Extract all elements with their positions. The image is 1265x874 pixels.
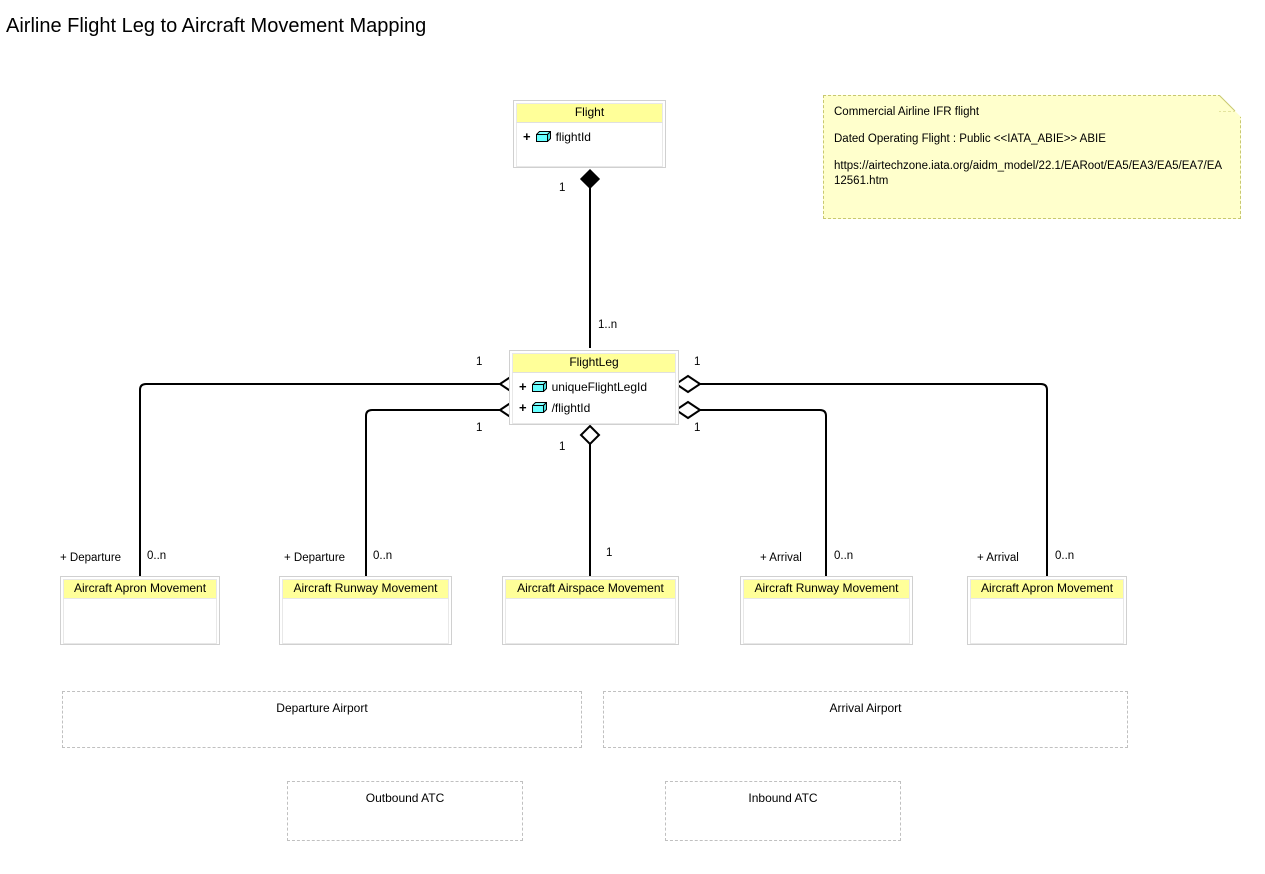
class-attributes-empty bbox=[743, 598, 910, 644]
attribute-row: + flightId bbox=[517, 126, 662, 147]
page-title: Airline Flight Leg to Aircraft Movement … bbox=[6, 15, 427, 37]
class-name-label: Aircraft Runway Movement bbox=[743, 579, 910, 598]
attribute-box-icon bbox=[535, 131, 551, 142]
class-flight-name: Flight bbox=[516, 103, 663, 122]
class-flight[interactable]: Flight + flightId bbox=[513, 100, 666, 168]
attribute-label: uniqueFlightLegId bbox=[551, 379, 648, 394]
edge-leg-to-arr-apron bbox=[674, 374, 1048, 576]
attribute-box-icon bbox=[531, 402, 547, 413]
note-line: Dated Operating Flight : Public <<IATA_A… bbox=[834, 133, 1106, 145]
class-flightleg-attributes: + uniqueFlightLegId + bbox=[512, 372, 676, 424]
attribute-box-icon bbox=[531, 381, 547, 392]
class-name-label: Aircraft Runway Movement bbox=[282, 579, 449, 598]
group-outbound-atc: Outbound ATC bbox=[287, 781, 523, 841]
class-departure-aircraft-apron-movement[interactable]: Aircraft Apron Movement bbox=[60, 576, 220, 645]
visibility-public-icon: + bbox=[523, 128, 531, 144]
class-attributes-empty bbox=[970, 598, 1124, 644]
group-label: Departure Airport bbox=[276, 701, 368, 715]
class-attributes-empty bbox=[282, 598, 449, 644]
edge-label-arr-apron-mult: 0..n bbox=[1055, 550, 1075, 562]
class-arrival-aircraft-apron-movement[interactable]: Aircraft Apron Movement bbox=[967, 576, 1127, 645]
class-name-label: Aircraft Airspace Movement bbox=[505, 579, 676, 598]
visibility-public-icon: + bbox=[519, 399, 527, 415]
class-attributes-empty bbox=[63, 598, 217, 644]
note-commercial-airline-ifr-flight: Commercial Airline IFR flight Dated Oper… bbox=[823, 95, 1241, 219]
edge-label-leg-right-top: 1 bbox=[694, 356, 701, 368]
attribute-row: + uniqueFlightLegId bbox=[513, 376, 675, 397]
class-attributes-empty bbox=[505, 598, 676, 644]
note-line: Commercial Airline IFR flight bbox=[834, 106, 980, 118]
class-flightleg[interactable]: FlightLeg + uniqueFlightLegId + bbox=[509, 350, 679, 425]
class-aircraft-airspace-movement[interactable]: Aircraft Airspace Movement bbox=[502, 576, 679, 645]
edge-label-arr-apron-role: + Arrival bbox=[977, 552, 1019, 564]
attribute-row: + /flightId bbox=[513, 397, 675, 418]
class-departure-aircraft-runway-movement[interactable]: Aircraft Runway Movement bbox=[279, 576, 452, 645]
group-arrival-airport: Arrival Airport bbox=[603, 691, 1128, 748]
edge-label-leg-right-bottom: 1 bbox=[694, 422, 701, 434]
edge-label-dep-runway-mult: 0..n bbox=[373, 550, 393, 562]
edge-label-dep-runway-role: + Departure bbox=[284, 552, 346, 564]
attribute-label: /flightId bbox=[551, 400, 591, 415]
edge-label-airspace-mult: 1 bbox=[606, 547, 613, 559]
edge-label-flight-source: 1 bbox=[559, 182, 566, 194]
class-name-label: Aircraft Apron Movement bbox=[63, 579, 217, 598]
edge-leg-to-airspace bbox=[579, 424, 601, 576]
class-name-label: Aircraft Apron Movement bbox=[970, 579, 1124, 598]
class-arrival-aircraft-runway-movement[interactable]: Aircraft Runway Movement bbox=[740, 576, 913, 645]
attribute-label: flightId bbox=[555, 129, 591, 144]
edge-leg-to-dep-apron bbox=[139, 374, 526, 576]
note-line: https://airtechzone.iata.org/aidm_model/… bbox=[834, 160, 1223, 187]
edge-label-dep-apron-role: + Departure bbox=[60, 552, 122, 564]
edge-flight-to-flightleg bbox=[579, 168, 601, 348]
group-departure-airport: Departure Airport bbox=[62, 691, 582, 748]
edge-label-leg-left-top: 1 bbox=[476, 356, 483, 368]
visibility-public-icon: + bbox=[519, 378, 527, 394]
group-inbound-atc: Inbound ATC bbox=[665, 781, 901, 841]
edge-label-arr-runway-role: + Arrival bbox=[760, 552, 802, 564]
group-label: Arrival Airport bbox=[829, 701, 902, 715]
edge-label-flight-target: 1..n bbox=[598, 319, 618, 331]
group-label: Inbound ATC bbox=[748, 791, 818, 805]
edge-label-leg-bottom: 1 bbox=[559, 441, 566, 453]
class-flightleg-name: FlightLeg bbox=[512, 353, 676, 372]
edge-label-dep-apron-mult: 0..n bbox=[147, 550, 167, 562]
class-flight-attributes: + flightId bbox=[516, 122, 663, 167]
group-label: Outbound ATC bbox=[365, 791, 445, 805]
edge-label-leg-left-bottom: 1 bbox=[476, 422, 483, 434]
edge-label-arr-runway-mult: 0..n bbox=[834, 550, 854, 562]
